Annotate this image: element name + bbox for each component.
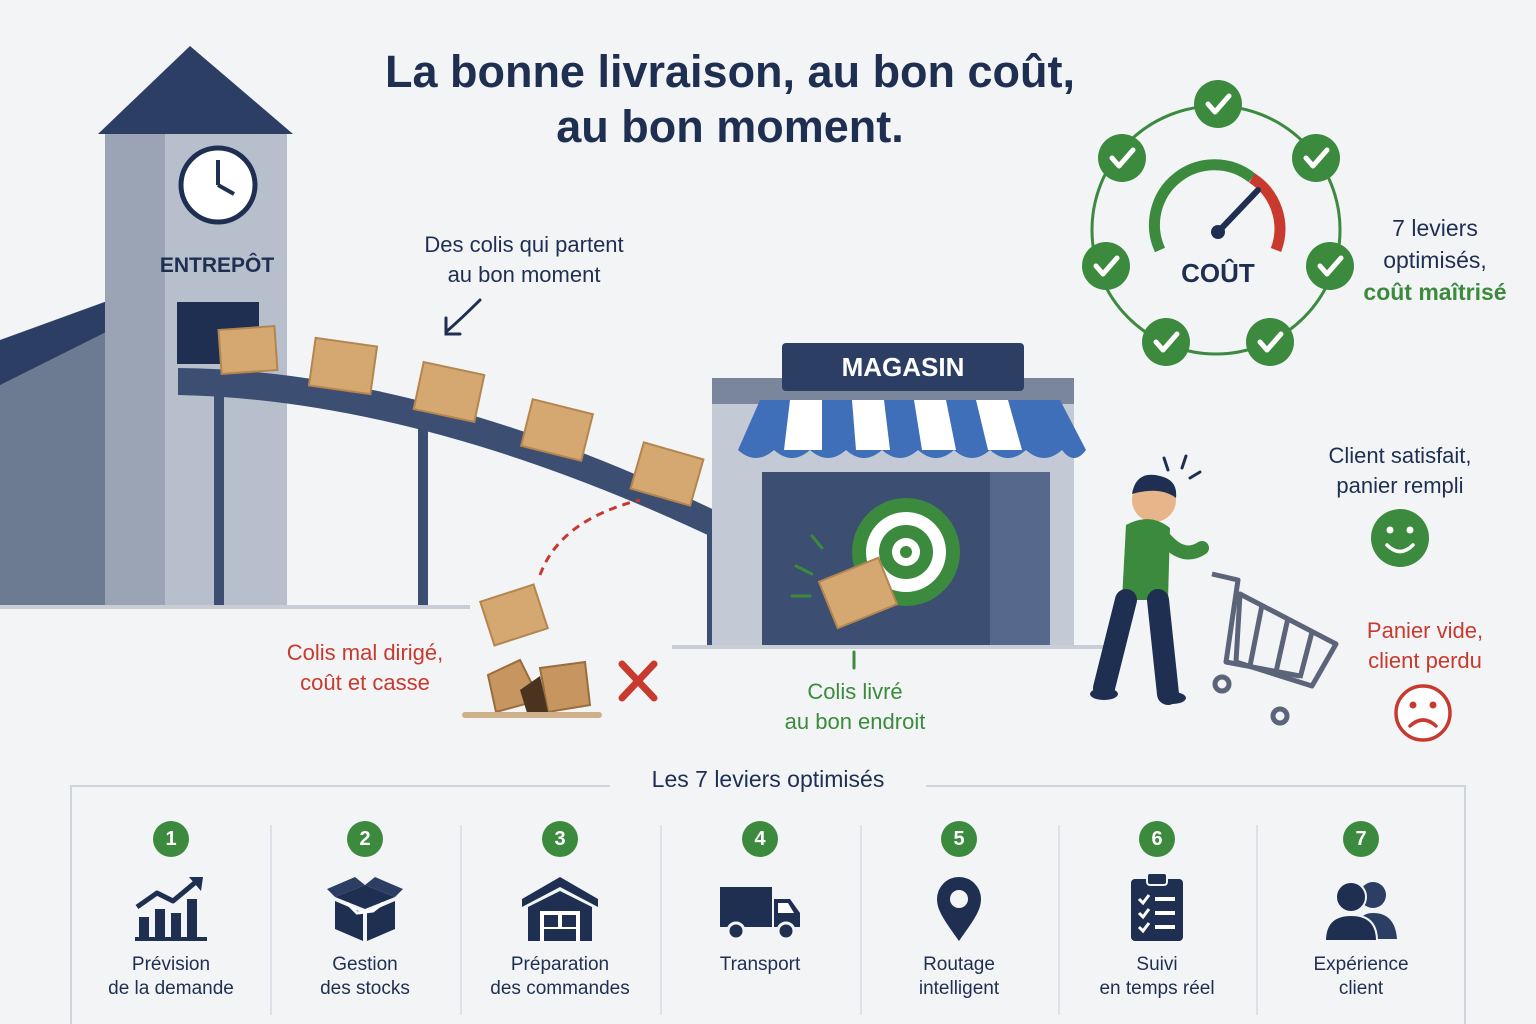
divider (270, 825, 272, 1015)
divider (660, 825, 662, 1015)
lever-label-line-1: Gestion (332, 954, 398, 975)
callout-delivered-line-2: au bon endroit (784, 709, 926, 734)
callout-on-time-line-2: au bon moment (447, 262, 601, 287)
satisfied-caption: Client satisfait, panier rempli (1300, 441, 1500, 501)
warehouse-building (0, 46, 293, 607)
satisfied-caption-line-2: panier rempli (1336, 473, 1464, 498)
customer-figure (1090, 454, 1209, 705)
cross-icon (618, 660, 658, 702)
lever-number: 3 (542, 821, 578, 857)
lost-caption: Panier vide, client perdu (1330, 616, 1520, 676)
lever-5: 5 Routage intelligent (860, 807, 1058, 1024)
divider (860, 825, 862, 1015)
lever-label-line-1: Transport (719, 954, 801, 975)
callout-delivered: Colis livré au bon endroit (740, 677, 970, 737)
lever-number: 2 (347, 821, 383, 857)
lever-label: Transport (660, 953, 860, 977)
lever-2: 2 Gestion des stocks (270, 807, 460, 1024)
lever-label-line-2: en temps réel (1099, 978, 1215, 999)
callout-on-time-line-1: Des colis qui partent (424, 232, 624, 257)
curved-arrow-icon (444, 298, 482, 334)
lever-number: 1 (153, 821, 189, 857)
title-line-1: La bonne livraison, au bon coût, (384, 46, 1076, 97)
lever-number: 4 (742, 821, 778, 857)
shopping-cart-icon (1211, 571, 1339, 726)
gauge-caption-line-2: optimisés, (1383, 247, 1487, 273)
lever-6: 6 Suivi en temps réel (1058, 807, 1256, 1024)
parcels-on-conveyor (217, 325, 705, 507)
lever-label-line-1: Suivi (1136, 954, 1178, 975)
lever-label: Routage intelligent (860, 953, 1058, 1001)
satisfied-caption-line-1: Client satisfait, (1328, 443, 1472, 468)
lever-label: Gestion des stocks (270, 953, 460, 1001)
lever-label: Expérience client (1256, 953, 1466, 1001)
lost-caption-line-2: client perdu (1368, 648, 1482, 673)
scene-illustration (0, 46, 1452, 742)
divider (1256, 825, 1258, 1015)
warehouse-label: ENTREPÔT (159, 254, 275, 277)
lever-3: 3 Préparation des commandes (460, 807, 660, 1024)
open-box-icon (327, 877, 403, 941)
divider (460, 825, 462, 1015)
lever-label-line-2: intelligent (918, 978, 1000, 999)
lever-label: Prévision de la demande (72, 953, 270, 1001)
lever-label: Suivi en temps réel (1058, 953, 1256, 1001)
lever-label-line-2: client (1338, 978, 1384, 999)
gauge-caption-line-3: coût maîtrisé (1363, 279, 1507, 305)
lever-7: 7 Expérience client (1256, 807, 1466, 1024)
lever-label-line-2: des stocks (320, 978, 410, 999)
lever-label-line-1: Préparation (510, 954, 610, 975)
page-title: La bonne livraison, au bon coût, au bon … (300, 44, 1160, 154)
lost-caption-line-1: Panier vide, (1366, 618, 1484, 643)
callout-misrouted-line-2: coût et casse (300, 670, 430, 695)
map-pin-icon (937, 877, 981, 941)
chart-up-icon (135, 877, 207, 941)
callout-on-time: Des colis qui partent au bon moment (384, 230, 664, 290)
sad-face-icon (1394, 684, 1452, 742)
clipboard-check-icon (1131, 873, 1183, 941)
truck-icon (720, 887, 800, 941)
lever-4: 4 Transport (660, 807, 860, 1024)
store-label: MAGASIN (841, 352, 965, 382)
check-icons (1082, 80, 1354, 366)
lever-label-line-1: Expérience (1313, 954, 1409, 975)
cost-gauge (1090, 104, 1342, 356)
levers-panel: 1 Prévision de la demande 2 Gestion des st… (70, 785, 1466, 1024)
callout-delivered-line-1: Colis livré (807, 679, 903, 704)
callout-misrouted-line-1: Colis mal dirigé, (286, 640, 444, 665)
lever-label: Préparation des commandes (460, 953, 660, 1001)
store-awning (738, 400, 1086, 458)
title-line-2: au bon moment. (556, 101, 904, 152)
lever-number: 6 (1139, 821, 1175, 857)
lever-label-line-2: de la demande (108, 978, 234, 999)
warehouse-icon (522, 877, 598, 941)
levers-title: Les 7 leviers optimisés (610, 766, 926, 793)
broken-parcel (462, 498, 658, 718)
lever-1: 1 Prévision de la demande (72, 807, 270, 1024)
gauge-caption: 7 leviers optimisés, coût maîtrisé (1352, 212, 1518, 308)
gauge-caption-line-1: 7 leviers (1392, 215, 1478, 241)
store-building (672, 343, 1122, 670)
lever-label-line-1: Routage (923, 954, 995, 975)
lever-number: 7 (1343, 821, 1379, 857)
happy-face-icon (1371, 509, 1429, 567)
callout-misrouted: Colis mal dirigé, coût et casse (254, 638, 476, 698)
lever-number: 5 (941, 821, 977, 857)
users-icon (1323, 881, 1397, 942)
divider (1058, 825, 1060, 1015)
lever-label-line-2: des commandes (490, 978, 630, 999)
lever-label-line-1: Prévision (131, 954, 211, 975)
gauge-label: COÛT (1181, 258, 1255, 288)
